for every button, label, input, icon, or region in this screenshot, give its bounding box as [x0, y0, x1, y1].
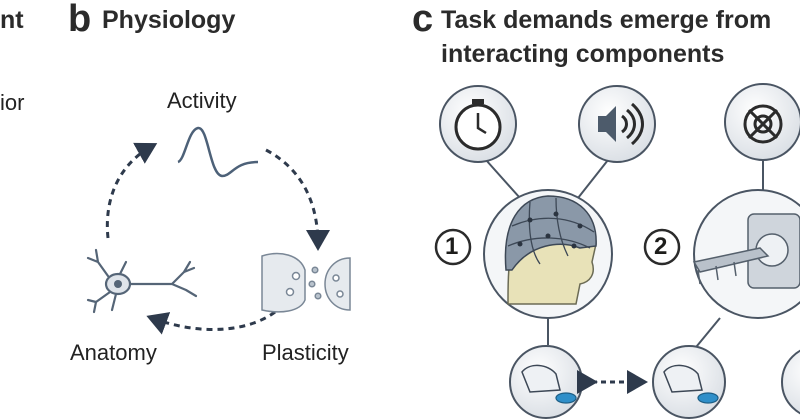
anatomy-label: Anatomy [70, 340, 157, 365]
activity-waveform [177, 126, 259, 178]
panel-c-title-line2: interacting components [441, 40, 725, 68]
panel-a-label-fragment: ior [0, 90, 25, 115]
panel-c-title-line1: Task demands emerge from [441, 6, 772, 34]
badge-1 [434, 228, 472, 266]
mri-scanner-icon [692, 189, 800, 319]
neuron-icon [86, 248, 198, 314]
button-press-icon-left [509, 345, 583, 419]
arrow-anatomy-to-activity [105, 142, 158, 239]
eeg-head-icon [483, 189, 613, 319]
activity-label: Activity [167, 88, 237, 113]
panel-a-title-fragment: nt [0, 6, 24, 34]
button-press-icon-right [652, 345, 726, 419]
plasticity-label: Plasticity [262, 340, 349, 365]
badge-1-label: 1 [445, 233, 459, 260]
panel-b-letter: b [68, 0, 92, 40]
target-icon [724, 83, 800, 161]
arrow-plasticity-to-anatomy [146, 310, 276, 335]
synapse-icon [261, 252, 351, 313]
panel-c-connectors [485, 158, 764, 353]
arrow-activity-to-plasticity [265, 148, 330, 251]
panel-b-title: Physiology [102, 6, 236, 34]
badge-2 [643, 228, 681, 266]
badge-2-label: 2 [654, 233, 668, 260]
stopwatch-icon [439, 85, 517, 163]
button-press-icon-partial [781, 349, 800, 415]
speaker-icon [578, 85, 656, 163]
panel-c-letter: c [412, 0, 434, 40]
